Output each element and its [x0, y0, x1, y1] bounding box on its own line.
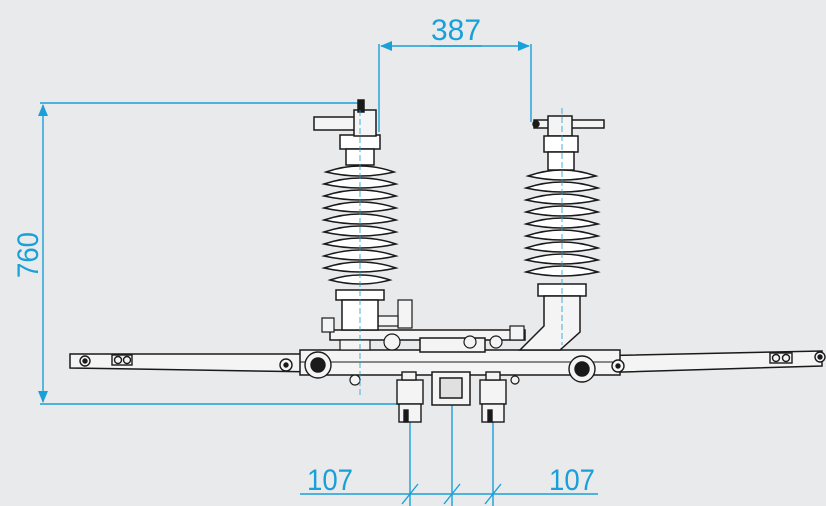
base-frame — [69, 329, 823, 406]
right-terminal — [568, 351, 826, 383]
dimension-bottom-left: 107 — [307, 464, 353, 497]
dimension-top-width: 387 — [431, 14, 481, 47]
mechanism-details — [321, 299, 525, 386]
left-terminal — [79, 351, 332, 379]
dimension-left-height: 760 — [12, 232, 45, 278]
dimension-bottom-right: 107 — [549, 464, 595, 497]
right-insulator — [518, 108, 605, 351]
left-insulator — [313, 99, 399, 395]
dimension-lines — [38, 41, 598, 506]
mounting-feet — [396, 371, 507, 423]
